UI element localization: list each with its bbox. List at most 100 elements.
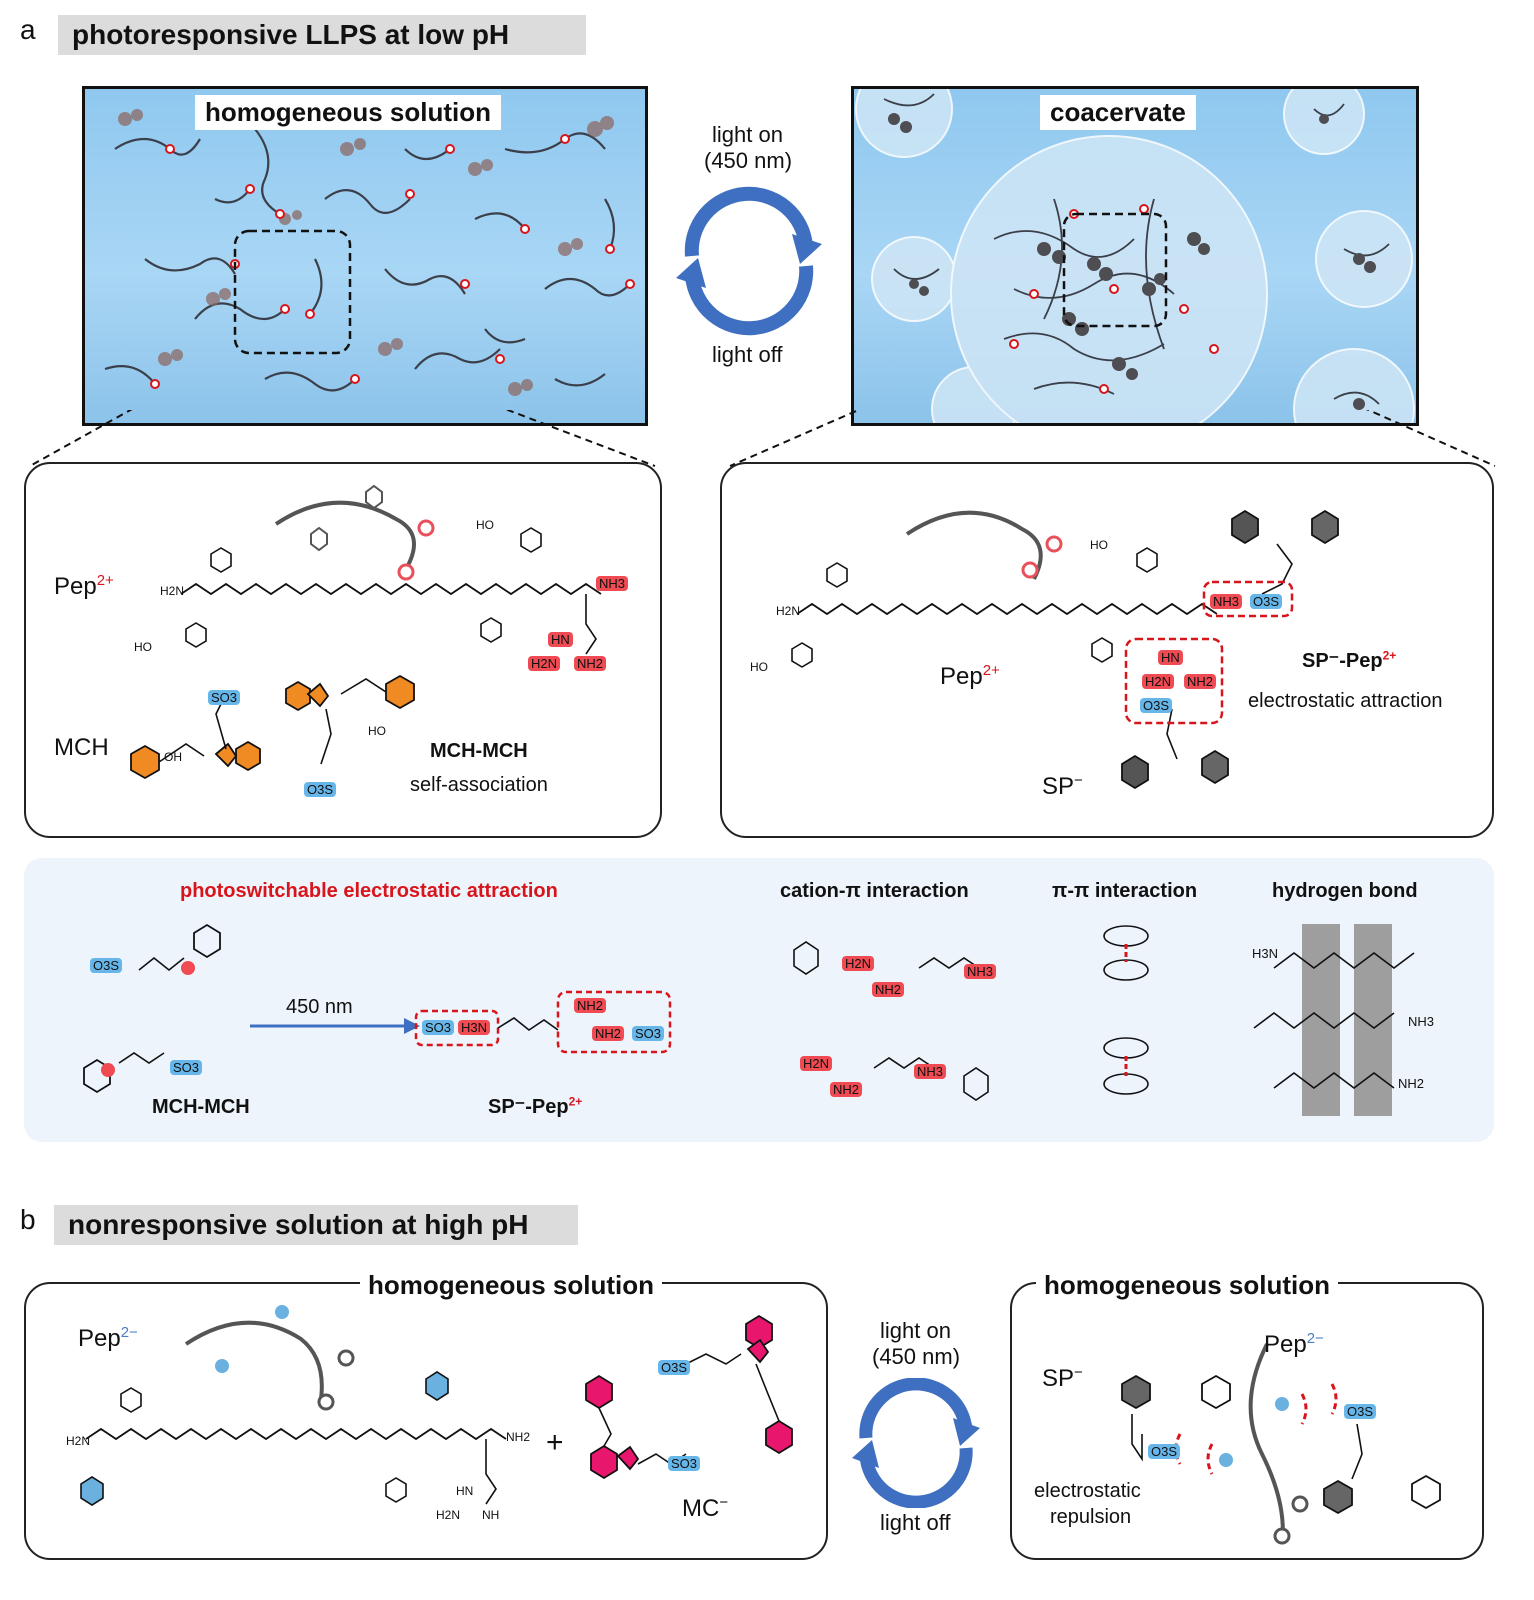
- pep-mc-structures: +: [80, 1305, 793, 1506]
- panel-b-sp-text: SP: [1042, 1365, 1075, 1392]
- mc-charge: −: [719, 1494, 729, 1511]
- repulsion-label-1: electrostatic: [1034, 1480, 1141, 1502]
- int-nh2-chip-bottom: NH2: [592, 1026, 625, 1041]
- plus-sign: +: [546, 1426, 564, 1459]
- wavelength-label-b: (450 nm): [872, 1344, 961, 1369]
- int-so3-chip-right: SO3: [632, 1026, 665, 1041]
- left-ho-top: HO: [476, 518, 494, 532]
- panel-b-pep-label: Pep2−: [78, 1324, 138, 1353]
- reversible-arrows-a: [676, 186, 822, 336]
- light-on-label-b: light on: [880, 1318, 951, 1343]
- panel-b-right-box: homogeneous solution SP− Pep2− O3S O3S e…: [1010, 1270, 1484, 1560]
- left-h2n-text: H2N: [160, 584, 185, 598]
- light-off-label-a: light off: [712, 342, 783, 367]
- complex-text: SP⁻-Pep: [1302, 650, 1383, 672]
- left-pep-label: Pep2+: [54, 572, 114, 601]
- mch-o3s-chip: O3S: [304, 782, 337, 797]
- panel-b-o3s-chip-right: O3S: [1344, 1404, 1377, 1419]
- light-on-label-a: light on: [712, 122, 783, 147]
- panel-b-pep2-text: Pep: [1264, 1331, 1307, 1358]
- panel-b-right-box-label: homogeneous solution: [1036, 1270, 1338, 1301]
- panel-b-pep-charge: 2−: [120, 1324, 138, 1341]
- panel-b-o3s-chip-left: O3S: [1148, 1444, 1181, 1459]
- homogeneous-solution-label: homogeneous solution: [195, 95, 501, 130]
- cation-pi-title: cation-π interaction: [780, 880, 969, 902]
- right-sp-text: SP: [1042, 773, 1075, 800]
- arrow-450nm-label: 450 nm: [286, 996, 353, 1018]
- hb-nh2-text: NH2: [1398, 1076, 1425, 1091]
- mch-mch-label: MCH-MCH: [430, 740, 528, 762]
- right-o3s-chip-bottom: O3S: [1140, 698, 1173, 713]
- sp-pep-repulsion-illustration: [1121, 1343, 1441, 1545]
- zoom-guide-lines: [29, 410, 1496, 467]
- panel-b-nh2-text: NH2: [506, 1430, 531, 1444]
- int-h3n-chip: H3N: [458, 1020, 491, 1035]
- mch-o3s-chip-int: O3S: [90, 958, 123, 973]
- sp-pep-complex-label: SP⁻-Pep2+: [1302, 648, 1396, 673]
- interactions-panel: photoswitchable electrostatic attraction…: [24, 858, 1494, 1142]
- mch-so3-chip-int: SO3: [170, 1060, 203, 1075]
- right-sp-charge: −: [1074, 772, 1083, 789]
- mch-label: MCH: [54, 734, 109, 761]
- left-nh2-chip: NH2: [574, 656, 607, 671]
- right-nh2-chip: NH2: [1184, 674, 1217, 689]
- hydrogen-bond-title: hydrogen bond: [1272, 880, 1418, 902]
- sp-pep-complex-structures: [791, 509, 1339, 790]
- photoswitch-title: photoswitchable electrostatic attraction: [180, 880, 558, 902]
- int-sp-pep-text: SP⁻-Pep: [488, 1096, 569, 1118]
- homogeneous-molecules-illustration: [104, 109, 635, 396]
- light-off-label-b: light off: [880, 1510, 951, 1535]
- right-h2n-text: H2N: [776, 604, 801, 618]
- coacervate-label: coacervate: [1040, 95, 1196, 130]
- mc-label: MC−: [682, 1494, 728, 1523]
- panel-b-hn-guan: HN: [456, 1484, 474, 1498]
- panel-b-o3s-chip: O3S: [658, 1360, 691, 1375]
- right-molecular-box: NH3 O3S HN H2N NH2 O3S H2N HO HO Pep2+ S…: [720, 462, 1494, 838]
- panel-a-title: photoresponsive LLPS at low pH: [58, 15, 586, 55]
- panel-b-title: nonresponsive solution at high pH: [54, 1205, 578, 1245]
- mc-text: MC: [682, 1495, 720, 1522]
- cation-nh3-chip-top: NH3: [964, 964, 997, 979]
- repulsion-label-2: repulsion: [1050, 1506, 1132, 1528]
- cation-h2n-chip-top: H2N: [842, 956, 875, 971]
- panel-b-pep2-label: Pep2−: [1264, 1330, 1324, 1359]
- int-nh2-chip-top: NH2: [574, 998, 607, 1013]
- int-so3-chip-left: SO3: [422, 1020, 455, 1035]
- panel-b-so3-chip: SO3: [668, 1456, 701, 1471]
- cation-nh3-chip-bottom: NH3: [914, 1064, 947, 1079]
- left-molecular-box: Pep2+ NH3 HN H2N NH2 H2N HO HO MCH SO3 O…: [24, 462, 662, 838]
- panel-b-sp-charge: −: [1074, 1364, 1083, 1381]
- mch-so3-chip: SO3: [208, 690, 241, 705]
- homogeneous-scene: homogeneous solution: [82, 86, 648, 426]
- right-ho-top: HO: [1090, 538, 1108, 552]
- electrostatic-attraction-label: electrostatic attraction: [1248, 690, 1443, 712]
- right-h2n-chip: H2N: [1142, 674, 1175, 689]
- left-hn-chip: HN: [548, 632, 573, 647]
- int-sp-pep-label: SP⁻-Pep2+: [488, 1094, 582, 1119]
- panel-b-letter: b: [20, 1204, 36, 1235]
- right-pep-label: Pep2+: [940, 662, 1000, 691]
- left-h2n-chip: H2N: [528, 656, 561, 671]
- panel-b-h2n-text: H2N: [66, 1434, 91, 1448]
- left-nh3-chip: NH3: [596, 576, 629, 591]
- hb-h3n-text: H3N: [1252, 946, 1279, 961]
- right-pep-text: Pep: [940, 663, 983, 690]
- hb-nh3-text: NH3: [1408, 1014, 1435, 1029]
- pi-pi-title: π-π interaction: [1052, 880, 1198, 902]
- right-sp-label: SP−: [1042, 772, 1083, 801]
- right-o3s-chip-top: O3S: [1250, 594, 1283, 609]
- interaction-schematics: [83, 923, 1415, 1116]
- pep-mch-structures: [130, 484, 602, 780]
- left-pep-charge: 2+: [96, 572, 114, 589]
- int-sp-pep-charge: 2+: [568, 1094, 583, 1109]
- panel-b-left-box: homogeneous solution + Pep2− O3S SO3 NH2…: [24, 1270, 828, 1560]
- coacervate-droplets-illustration: [855, 89, 1415, 423]
- panel-b-nh-guan: NH: [482, 1508, 500, 1522]
- panel-b-pep-text: Pep: [78, 1325, 121, 1352]
- right-nh3-chip: NH3: [1210, 594, 1243, 609]
- right-hn-chip: HN: [1158, 650, 1183, 665]
- wavelength-label-a: (450 nm): [704, 148, 793, 173]
- int-mch-mch-label: MCH-MCH: [152, 1096, 250, 1118]
- cation-nh2-chip-top: NH2: [872, 982, 905, 997]
- self-association-label: self-association: [410, 774, 548, 796]
